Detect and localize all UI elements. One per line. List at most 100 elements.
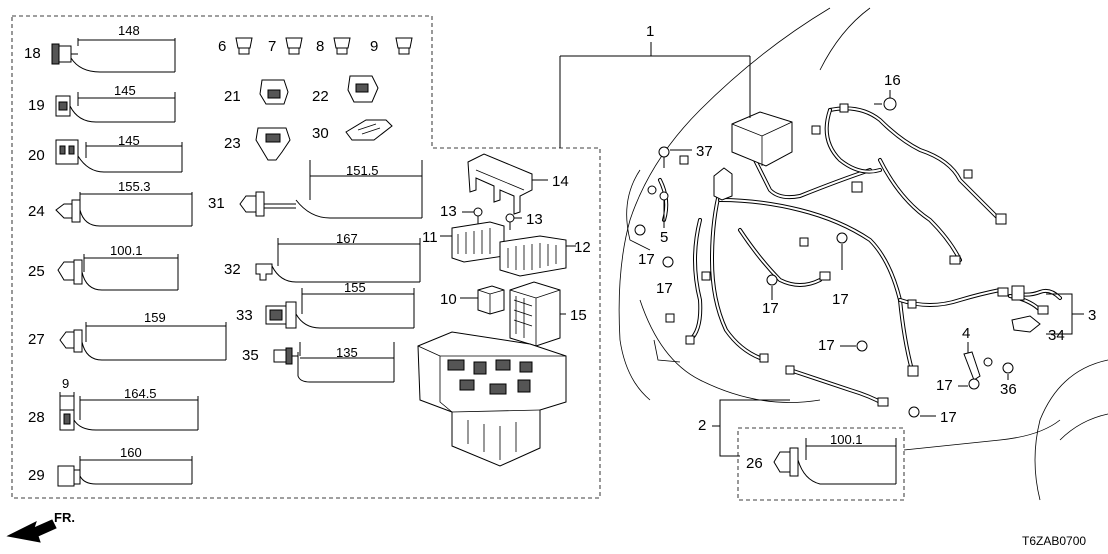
callout-35: 35	[242, 347, 259, 364]
callout-17a: 17	[638, 251, 655, 268]
bolt-17c: 17	[762, 274, 779, 317]
dimension-35: 135	[336, 345, 358, 360]
callout-14: 14	[552, 173, 569, 190]
dimension-28b: 164.5	[124, 386, 157, 401]
part-30-cover: 30	[312, 119, 393, 142]
part-31-connector-pigtail: 31 151.5	[208, 160, 423, 219]
callout-13a: 13	[440, 203, 457, 220]
dimension-26: 100.1	[830, 432, 863, 447]
callout-15: 15	[570, 307, 587, 324]
callout-17d: 17	[832, 291, 849, 308]
dimension-31: 151.5	[346, 163, 379, 178]
part-21-clip: 21	[224, 79, 289, 105]
part-18-connector-pigtail: 18 148	[24, 23, 176, 73]
dimension-27: 159	[144, 310, 166, 325]
callout-2-leader: 2	[698, 399, 790, 457]
callout-19: 19	[28, 97, 45, 114]
dimension-32: 167	[336, 231, 358, 246]
fuse-7: 7	[268, 37, 303, 55]
callout-31: 31	[208, 195, 225, 212]
part-32-connector-pigtail: 32 167	[224, 231, 421, 283]
callout-17g: 17	[940, 409, 957, 426]
part-11-fuse-block: 11	[422, 221, 505, 263]
dimension-20: 145	[118, 133, 140, 148]
diagram-code: T6ZAB0700	[1022, 534, 1086, 548]
sub-harness-frame	[737, 427, 905, 501]
callout-25: 25	[28, 263, 45, 280]
callout-18: 18	[24, 45, 41, 62]
dimension-24: 155.3	[118, 179, 151, 194]
callout-2: 2	[698, 417, 706, 434]
part-26-connector-pigtail: 26 100.1	[746, 432, 897, 485]
bolt-17d: 17	[832, 232, 849, 308]
part-4-ground-terminal: 4	[962, 325, 993, 381]
callout-34: 34	[1048, 327, 1065, 344]
fuse-box-cover	[713, 111, 793, 201]
part-20-connector-pigtail: 20 145	[28, 133, 183, 173]
bolt-17g: 17	[908, 406, 957, 426]
callout-17e: 17	[818, 337, 835, 354]
part-28-connector-pigtail: 28 9 164.5	[28, 376, 199, 431]
part-25-connector-pigtail: 25 100.1	[28, 243, 179, 291]
callout-12: 12	[574, 239, 591, 256]
callout-22: 22	[312, 88, 329, 105]
main-harness-wires	[658, 106, 1042, 406]
front-label: FR.	[54, 510, 75, 525]
parts-kit-frame	[11, 15, 601, 499]
part-12-fuse-block: 12	[499, 235, 591, 277]
callout-32: 32	[224, 261, 241, 278]
callout-24: 24	[28, 203, 45, 220]
part-13-screws: 13 13	[440, 203, 543, 230]
bolt-17e: 17	[818, 337, 868, 354]
part-22-clip: 22	[312, 75, 379, 105]
callout-27: 27	[28, 331, 45, 348]
part-23-clip: 23	[224, 127, 291, 161]
callout-3: 3	[1088, 307, 1096, 324]
callout-10: 10	[440, 291, 457, 308]
bolt-17a: 17	[634, 224, 655, 268]
part-19-connector-pigtail: 19 145	[28, 83, 176, 123]
fuse-box-housing	[417, 331, 567, 467]
part-35-connector-pigtail: 35 135	[242, 342, 395, 383]
part-24-connector-pigtail: 24 155.3	[28, 179, 193, 227]
callout-9: 9	[370, 38, 378, 55]
front-direction-arrow: FR.	[6, 510, 75, 543]
callout-17b: 17	[656, 280, 673, 297]
harness-connectors	[665, 103, 1049, 407]
callout-37: 37	[696, 143, 713, 160]
fuse-8: 8	[316, 37, 351, 55]
bolt-17b: 17	[656, 256, 674, 297]
part-5-bolt: 5	[647, 185, 669, 246]
part-33-connector-pigtail: 33 155	[236, 280, 415, 329]
callout-28: 28	[28, 409, 45, 426]
callout-13b: 13	[526, 211, 543, 228]
bolt-36: 36	[1000, 362, 1017, 398]
callout-23: 23	[224, 135, 241, 152]
callout-30: 30	[312, 125, 329, 142]
part-15-relay-box: 15	[509, 281, 587, 347]
dimension-28a: 9	[62, 376, 69, 391]
fuse-6: 6	[218, 37, 253, 55]
callout-5: 5	[660, 229, 668, 246]
part-3-sub-harness: 3 34	[1011, 285, 1096, 344]
dimension-29: 160	[120, 445, 142, 460]
bolt-16: 16	[874, 72, 901, 111]
part-29-connector-pigtail: 29 160	[28, 445, 193, 487]
callout-17f: 17	[936, 377, 953, 394]
callout-26: 26	[746, 455, 763, 472]
callout-29: 29	[28, 467, 45, 484]
part-10-relay: 10	[440, 285, 505, 315]
dimension-19: 145	[114, 83, 136, 98]
part-27-connector-pigtail: 27 159	[28, 310, 227, 361]
dimension-25: 100.1	[110, 243, 143, 258]
dimension-33: 155	[344, 280, 366, 295]
callout-6: 6	[218, 38, 226, 55]
callout-21: 21	[224, 88, 241, 105]
bolt-17f: 17	[936, 377, 980, 394]
callout-1: 1	[646, 23, 654, 40]
callout-1-leader: 1	[559, 23, 751, 148]
callout-7: 7	[268, 38, 276, 55]
callout-16: 16	[884, 72, 901, 89]
callout-4: 4	[962, 325, 970, 342]
